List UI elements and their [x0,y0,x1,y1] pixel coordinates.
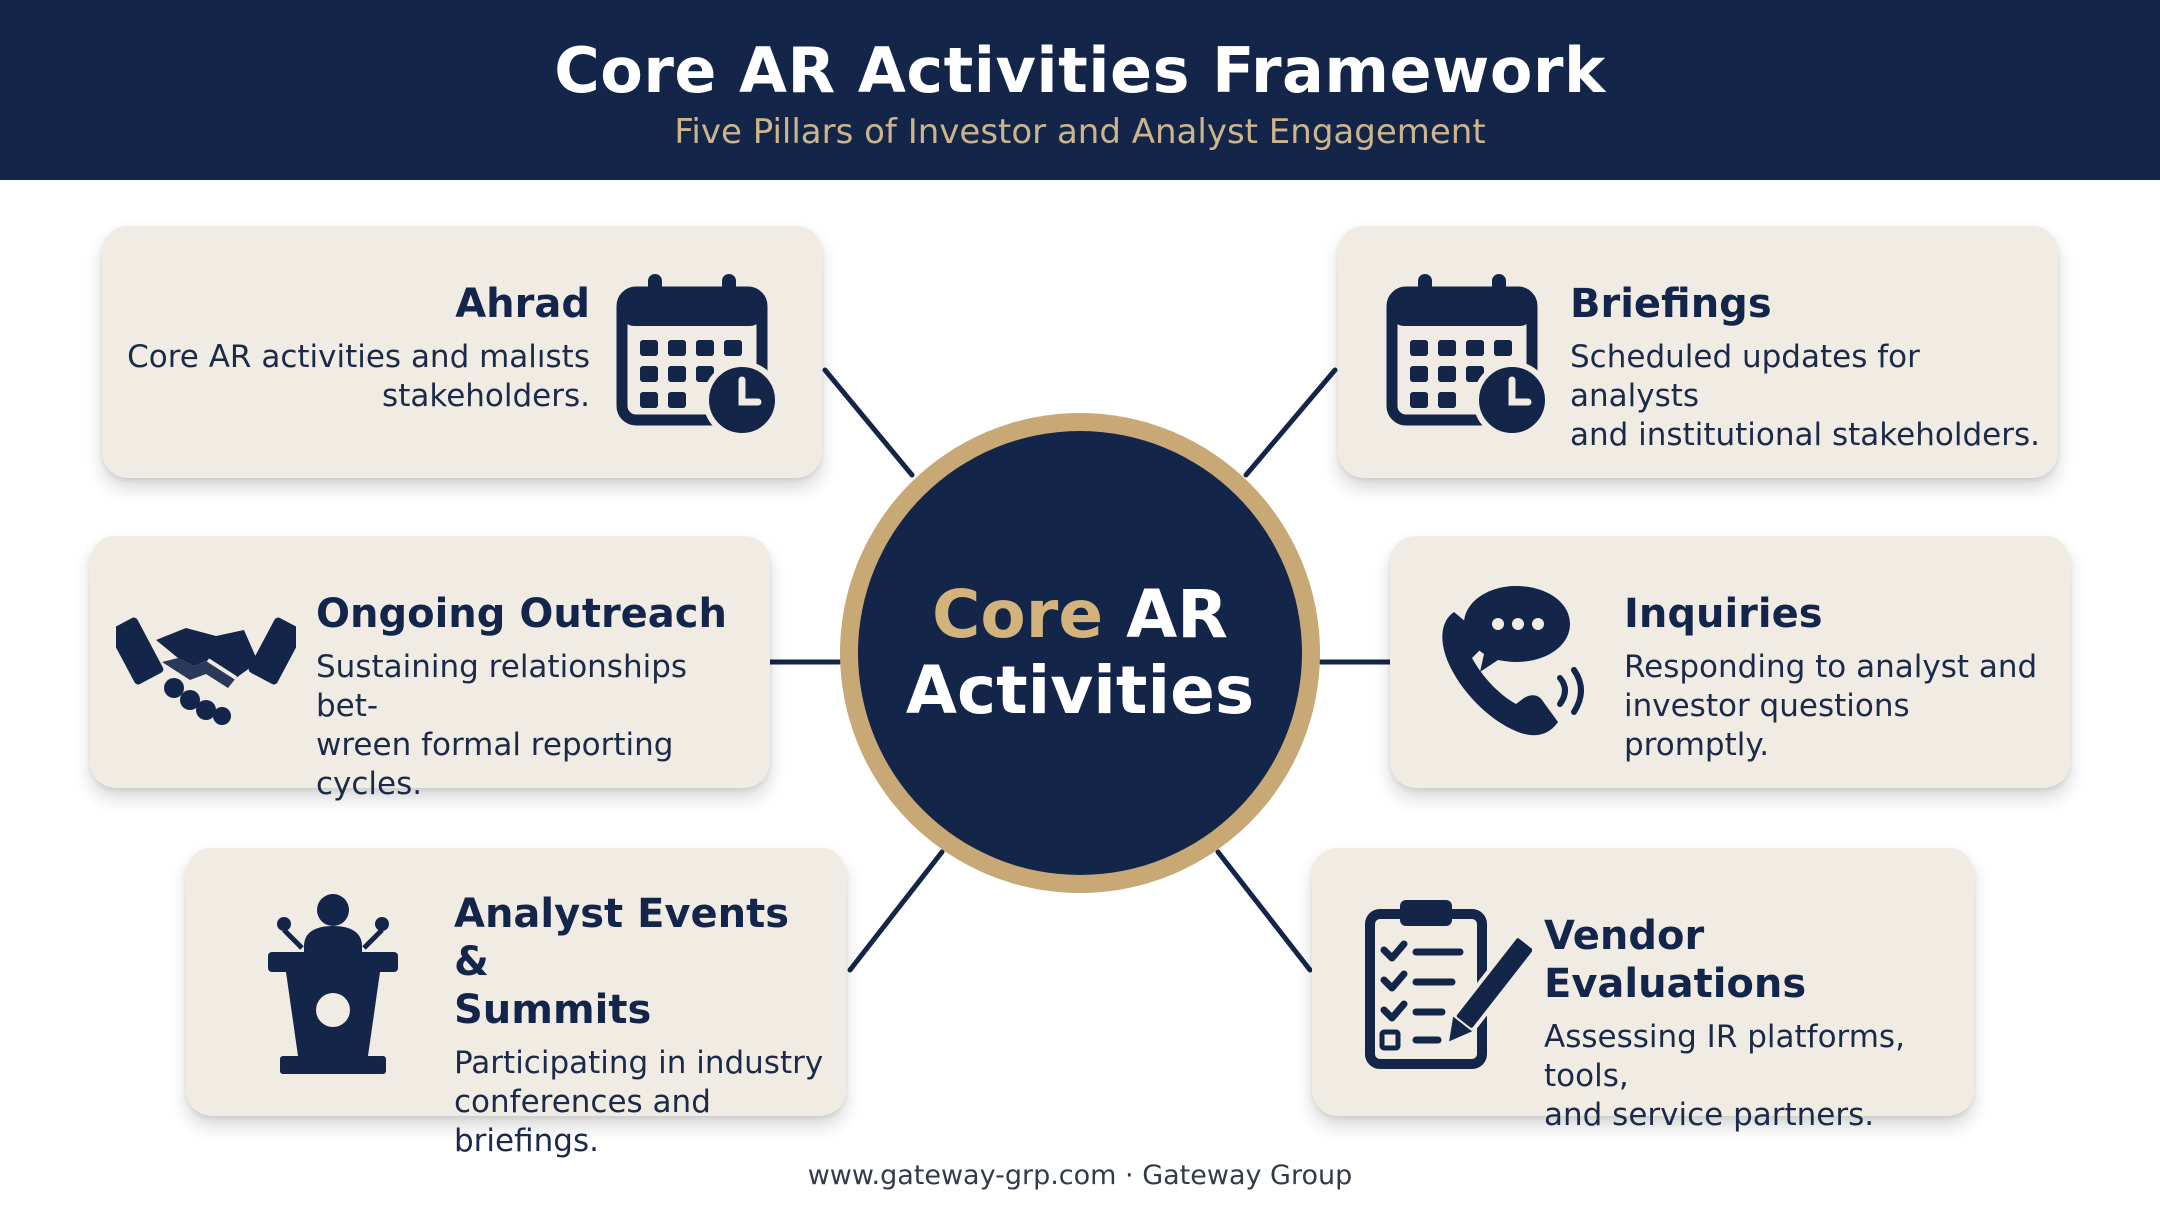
page-subtitle: Five Pillars of Investor and Analyst Eng… [674,112,1486,152]
card-title: Ahrad [455,281,590,327]
page-title: Core AR Activities Framework [554,34,1606,107]
card-description-line: Assessing IR platforms, tools, [1544,1019,1905,1094]
footer-credit: www.gateway-grp.com · Gateway Group [807,1160,1353,1191]
card-description: Core AR activities and malısts stakehold… [120,338,590,416]
card-description-line: stakeholders. [382,378,590,414]
header-banner: Core AR Activities Framework Five Pillar… [0,0,2160,180]
card-title: Analyst Events & Summits [454,890,834,1034]
card-inquiries: Inquiries Responding to analyst and inve… [1390,536,2070,788]
central-hub-inner: Core AR Activities [858,431,1302,875]
card-briefings-text: Briefings Scheduled updates for analysts… [1570,280,2040,455]
card-description-line: investor questions promptly. [1624,688,1910,763]
hub-line-1: Core AR [932,577,1228,653]
card-analyst-events: Analyst Events & Summits Participating i… [186,848,846,1159]
hub-line-2: Activities [905,652,1255,729]
card-description-line: Sustaining relationships bet- [316,649,688,724]
card-title: Vendor Evaluations [1544,913,1807,1007]
connector-events [847,849,945,973]
card-description-line: Scheduled updates for analysts [1570,339,1920,414]
connector-ahrad [822,367,915,478]
card-title: Inquiries [1624,591,1823,637]
card-title-line: Analyst Events & [454,891,789,985]
card-description: Assessing IR platforms, tools, and servi… [1544,1018,1964,1135]
card-title-line: Summits [454,987,652,1033]
card-ahrad: Ahrad Core AR activities and malısts sta… [102,226,822,478]
card-description-line: Responding to analyst and [1624,649,2038,685]
card-ahrad-text: Ahrad Core AR activities and malısts sta… [120,280,590,416]
card-briefings: Briefings Scheduled updates for analysts… [1338,226,2058,478]
card-vendor-evaluations: Vendor Evaluations Assessing IR platform… [1312,848,1974,1133]
card-description-line: and institutional stakeholders. [1570,417,2040,453]
podium-speaker-icon [258,890,408,1080]
card-description: Responding to analyst and investor quest… [1624,648,2054,765]
card-description: Sustaining relationships bet- wreen form… [316,648,756,804]
connector-vendor [1215,849,1313,973]
hub-gold-text: Core [932,576,1104,653]
card-inquiries-text: Inquiries Responding to analyst and inve… [1624,590,2054,765]
calendar-clock-icon [1384,270,1554,440]
card-description: Scheduled updates for analysts and insti… [1570,338,2040,455]
connector-briefings [1243,367,1338,478]
card-description-line: wreen formal reporting cycles. [316,727,674,802]
phone-chat-icon [1432,582,1592,742]
central-hub: Core AR Activities [840,413,1320,893]
card-description-line: Participating in industry [454,1045,824,1081]
card-title: Briefings [1570,281,1772,327]
card-ongoing-outreach: Ongoing Outreach Sustaining relationship… [90,536,770,802]
handshake-icon [116,600,296,730]
card-description-line: Core AR activities and malısts [127,339,590,375]
hub-white-text: AR [1103,576,1228,653]
card-description-line: conferences and briefings. [454,1084,711,1159]
checklist-pen-icon [1362,896,1532,1071]
card-events-text: Analyst Events & Summits Participating i… [454,890,834,1161]
card-vendor-text: Vendor Evaluations Assessing IR platform… [1544,912,1964,1135]
card-description: Participating in industry conferences an… [454,1044,834,1161]
calendar-clock-icon [614,270,784,440]
card-outreach-text: Ongoing Outreach Sustaining relationship… [316,590,756,804]
card-title: Ongoing Outreach [316,591,727,637]
card-description-line: and service partners. [1544,1097,1875,1133]
